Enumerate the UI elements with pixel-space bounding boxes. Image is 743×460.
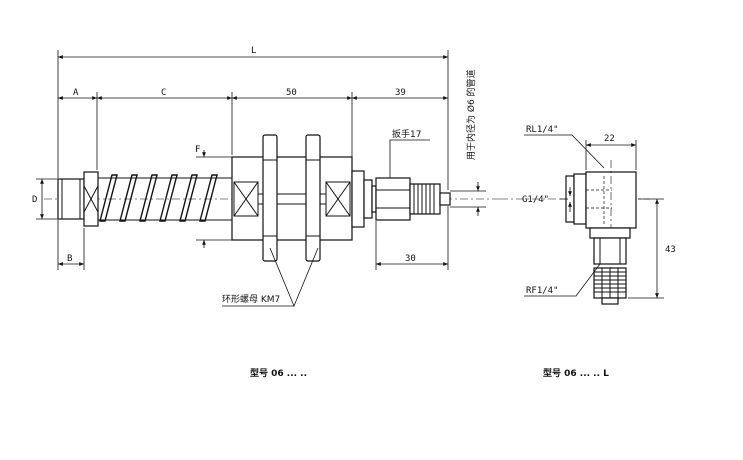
wrench-leader [389,139,430,178]
pipe-note: 用于内径为 Ø6 的管道 [465,69,477,160]
dim-D-label: D [32,195,37,205]
fitting-view: 22 43 RL1/4" G1/4" RF1/4" 型号 06 ... .. L [500,125,676,379]
rl-leader [524,134,605,169]
dim-50-label: 50 [286,88,297,98]
dim-43-label: 43 [665,245,676,255]
knurl-lines [413,184,435,214]
main-body [231,156,353,241]
ring-nut-1 [262,134,278,262]
knurled-end [409,183,441,215]
ring-nut-2 [305,134,321,262]
rl-label: RL1/4" [526,125,559,135]
ring-nut-label: 环形螺母 KM7 [222,293,280,305]
rf-label: RF1/4" [526,286,559,296]
dim-B-label: B [67,254,72,264]
side-view: L A C 50 39 F D B 30 扳手 [32,46,500,379]
wrench-label: 扳手17 [392,128,421,140]
dim-L-label: L [251,46,256,56]
tube-stub [439,192,451,206]
g-label: G1/4" [522,195,549,205]
dim-A-label: A [73,88,79,98]
dim-F-label: F [195,145,200,155]
wrench-hex-fitting [375,177,411,221]
dim-C-label: C [161,88,166,98]
left-model-caption: 型号 06 ... .. [250,367,307,379]
fitting-hex [593,237,627,265]
dim-30-label: 30 [405,254,416,264]
rf-leader [524,263,601,297]
dim-22-label: 22 [604,134,615,144]
dim-39-label: 39 [395,88,406,98]
right-model-caption: 型号 06 ... .. L [543,367,609,379]
spring-coils [99,174,218,222]
rear-collar [351,170,365,228]
